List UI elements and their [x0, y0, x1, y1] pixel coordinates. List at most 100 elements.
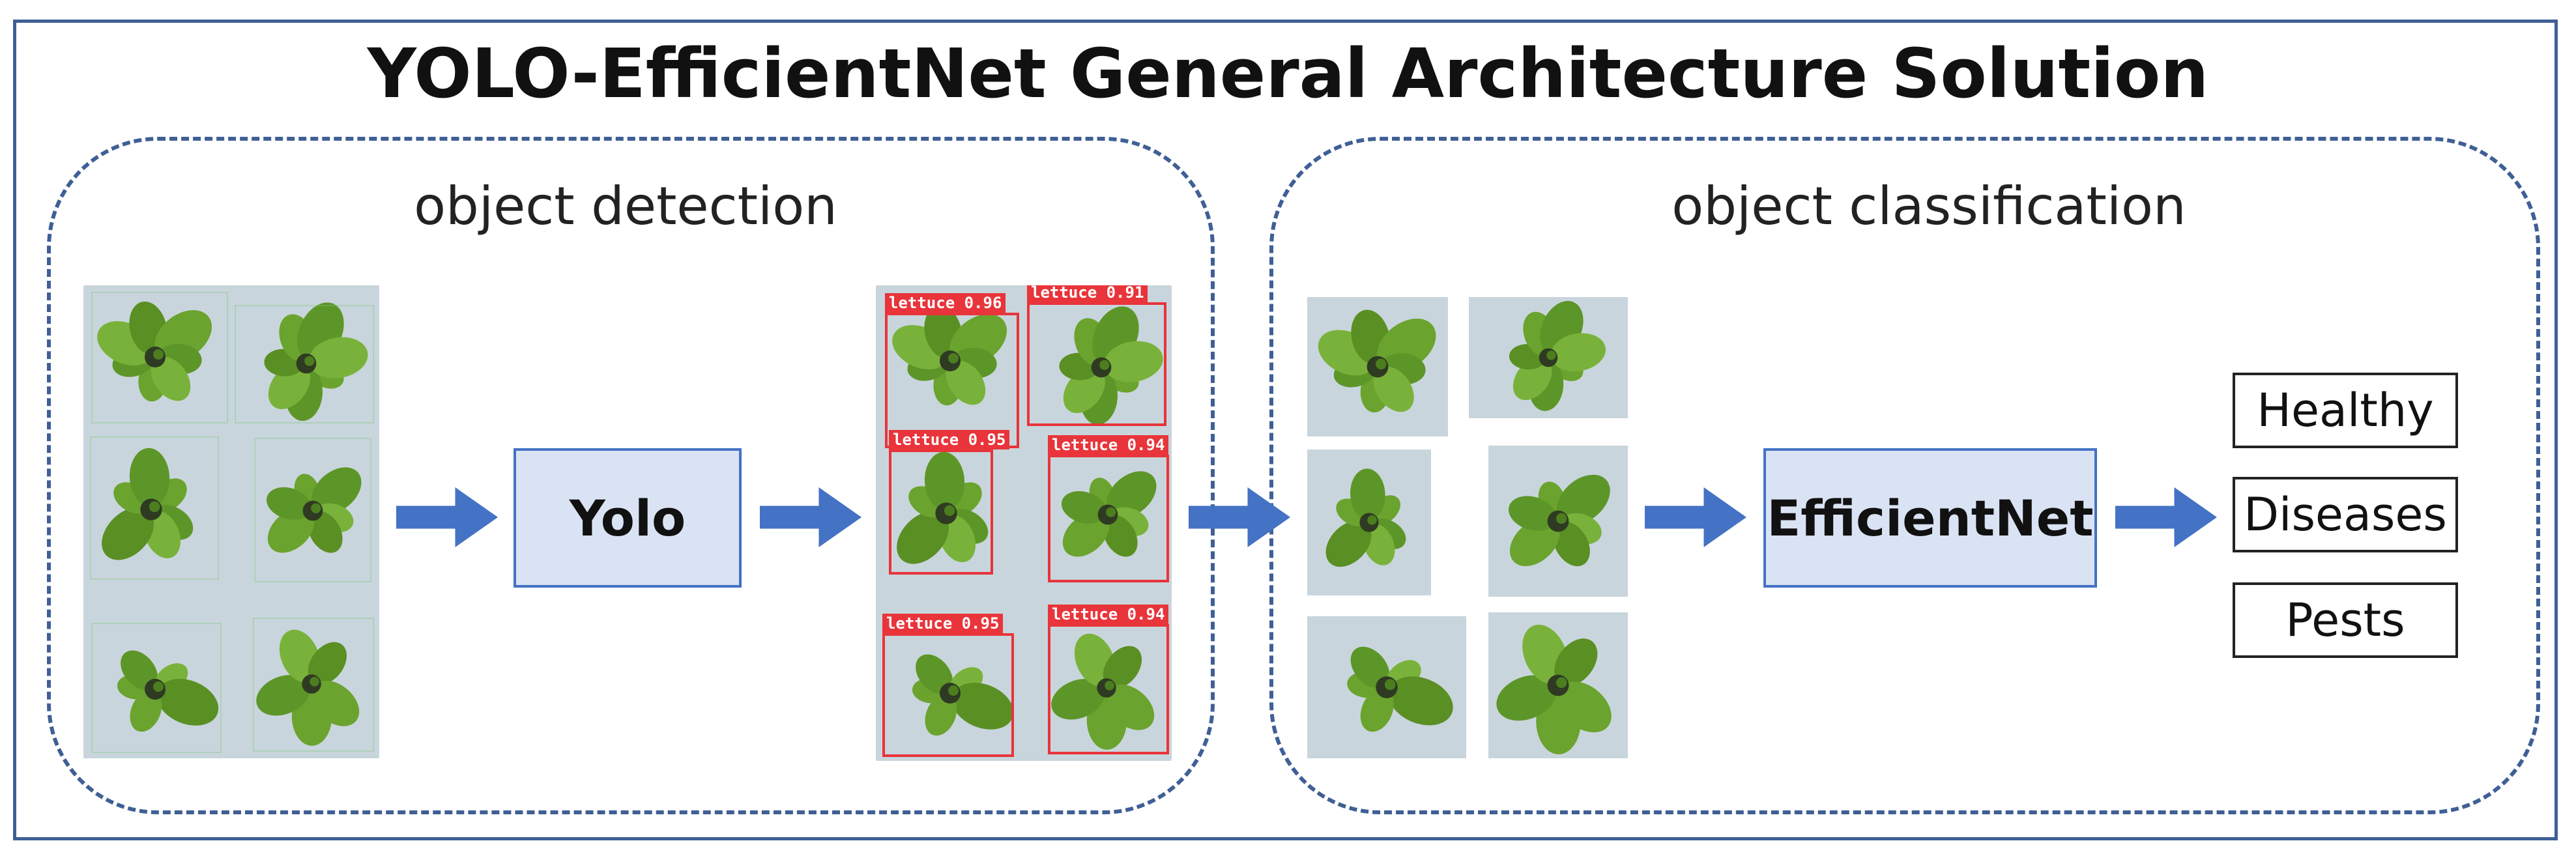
arrow-shape [1645, 487, 1746, 547]
leaf [121, 650, 158, 691]
leaf [1557, 681, 1612, 733]
plant-center [1367, 515, 1377, 525]
leaf [310, 680, 360, 726]
detection-box: lettuce 0.91 [1027, 285, 1166, 426]
leaf [102, 507, 154, 560]
leaf [156, 679, 219, 726]
leaf [308, 642, 347, 685]
lettuce-plant [1509, 300, 1606, 411]
page-title: YOLO-EfficientNet General Architecture S… [367, 34, 2209, 113]
plant-center [153, 349, 164, 360]
arrow-right-icon [396, 487, 498, 547]
detection-box: lettuce 0.94 [1048, 605, 1169, 754]
faint-box [91, 292, 228, 423]
plant-center [1384, 679, 1396, 691]
detection-label: lettuce 0.96 [885, 293, 1006, 313]
leaf [1360, 688, 1394, 732]
lettuce-plant [1318, 309, 1436, 413]
leaf [1103, 515, 1138, 557]
leaf [1104, 341, 1163, 382]
class-pests-box: Pests [2233, 582, 2458, 658]
faint-box [91, 623, 222, 753]
leaf [1509, 518, 1560, 567]
leaf [129, 448, 170, 507]
arrow-right-icon [1189, 487, 1290, 547]
arrow-right-icon [1645, 487, 1746, 547]
leaf [130, 690, 162, 732]
leaf [1509, 496, 1557, 531]
detection-label: lettuce 0.91 [1027, 285, 1148, 302]
leaf [1350, 468, 1385, 521]
faint-box [253, 618, 374, 752]
arrow-right-icon [2115, 487, 2217, 547]
arrow-shape [1189, 487, 1290, 547]
plant-center [311, 503, 321, 513]
leaf [1103, 646, 1142, 689]
lettuce-plant [97, 301, 212, 402]
leaf [1373, 366, 1414, 412]
leaf [1107, 471, 1157, 519]
outer-frame [13, 20, 2558, 840]
lettuce-plant [1051, 633, 1155, 750]
leaf [1061, 491, 1107, 524]
object-classification-panel [1269, 137, 2540, 814]
plant-center [310, 676, 319, 687]
leaf [266, 487, 311, 520]
detection-box: lettuce 0.94 [1048, 435, 1169, 582]
leaf [1550, 333, 1606, 372]
efficientnet-box: EfficientNet [1763, 448, 2097, 588]
leaf [1350, 646, 1390, 689]
leaf [311, 467, 362, 515]
class-healthy-box: Healthy [2233, 373, 2458, 448]
leaf [1062, 511, 1110, 557]
plant-center [304, 356, 315, 366]
arrow-shape [396, 487, 498, 547]
lettuce-plant [1496, 624, 1612, 754]
lettuce-plant [1061, 471, 1157, 557]
cropped-lettuce-tile [1488, 612, 1628, 758]
leaf [951, 683, 1014, 730]
plant-center [944, 505, 955, 517]
plant-center [153, 681, 164, 692]
cropped-lettuce-tile [1488, 446, 1628, 597]
detection-label: lettuce 0.94 [1048, 605, 1169, 624]
lettuce-plant [897, 451, 989, 564]
leaf [1325, 521, 1372, 567]
plant-center [1556, 677, 1567, 689]
arrow-right-icon [760, 487, 861, 547]
detection-box: lettuce 0.95 [882, 614, 1014, 757]
class-diseases-box: Diseases [2233, 477, 2458, 552]
plant-center [1099, 360, 1110, 370]
lettuce-plant [1325, 468, 1406, 567]
leaf [924, 451, 965, 511]
leaf [267, 507, 315, 553]
yolo-box: Yolo [514, 448, 742, 588]
detection-box: lettuce 0.96 [885, 293, 1019, 448]
detection-box: lettuce 0.95 [889, 430, 1010, 575]
lettuce-plant [912, 654, 1014, 736]
plant-center [1546, 350, 1556, 360]
plant-center [1556, 513, 1567, 524]
lettuce-plant [266, 467, 362, 553]
lettuce-plant [102, 448, 194, 560]
leaf [916, 654, 953, 694]
cropped-lettuce-tile [1307, 449, 1431, 595]
leaf [1552, 521, 1590, 567]
leaf [946, 360, 986, 405]
lettuce-plant [892, 305, 1007, 406]
plant-center [948, 353, 959, 364]
detection-label: lettuce 0.95 [889, 430, 1010, 449]
lettuce-plant [1059, 306, 1163, 425]
leaf [309, 337, 368, 378]
cropped-lettuce-tile [1307, 297, 1448, 436]
detection-label: lettuce 0.94 [1048, 435, 1169, 455]
lettuce-plant [1347, 646, 1453, 732]
input-photo [83, 285, 379, 758]
leaf [1105, 684, 1155, 730]
arrow-shape [2115, 487, 2217, 547]
leaf [1557, 474, 1610, 525]
leaf [1554, 638, 1598, 686]
lettuce-plant [1509, 474, 1610, 567]
classification-panel-label: object classification [1672, 176, 2186, 236]
